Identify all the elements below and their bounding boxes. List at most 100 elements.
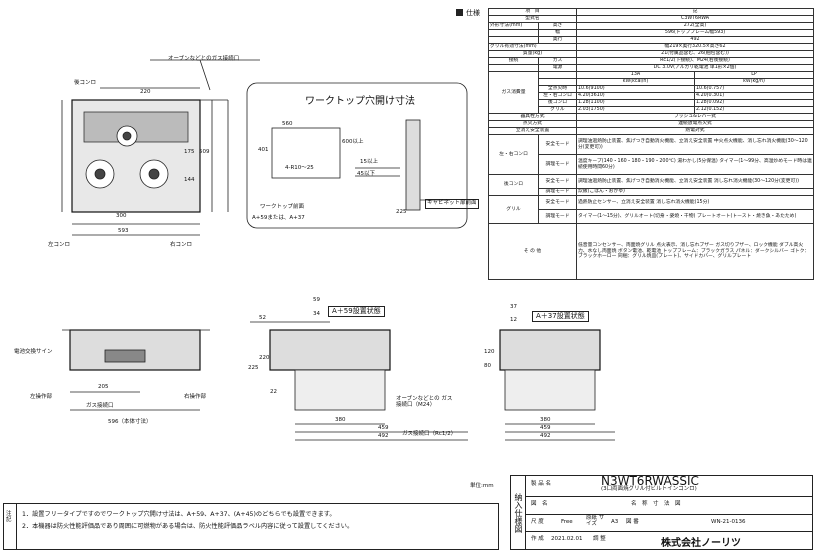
drawing-name: 名 称 寸 法 図	[631, 501, 681, 507]
side1-dim-380: 380	[335, 417, 346, 423]
gas-cell: 10.6(9100)	[576, 85, 695, 93]
tb-rule	[525, 531, 812, 532]
spec-row: 質量(kg)21(付属品含む、26(梱包含む))	[488, 50, 814, 58]
gas-cell: 10.6(0.757)	[694, 85, 814, 93]
gas-cell: グリル	[538, 106, 577, 114]
cutout-dim-225: 225	[396, 209, 407, 215]
front-body-width: 596（本体寸法）	[108, 419, 152, 425]
spec-cell: 幅219×奥行320.5×高さ62	[576, 43, 814, 51]
spec-row: そ の 他低音量コンセンサー、両面焼グリル 点火表示、消し忘れブザー ガス切りブ…	[488, 223, 814, 280]
side1-gas-rc-label: ガス接続口（Rc1/2）	[402, 431, 457, 437]
unit-label: 単位:mm	[470, 483, 494, 489]
side1-dim-492: 492	[378, 433, 389, 439]
side2-dim-12: 12	[510, 317, 517, 323]
plan-dim-144: 144	[184, 177, 195, 183]
spec-cell: 炊飯(ごはん・おかゆ)	[576, 188, 814, 196]
spec-cell: 安全モード	[538, 174, 577, 189]
plan-dim-593: 593	[118, 228, 129, 234]
spec-cell: 調理モード	[538, 154, 577, 175]
side1-gas-oven-label: オーブンなどとの ガス接続口（M24）	[396, 396, 453, 408]
product-label: 製 品 名	[531, 481, 551, 487]
spec-marker	[456, 9, 463, 16]
spec-cell: 高さ	[538, 22, 577, 30]
spec-cell: 奥行	[538, 36, 577, 44]
spec-cell: 熱電対式	[576, 127, 814, 135]
cutout-dim-15: 15以上	[360, 159, 378, 165]
front-gas-port-label: ガス接続口	[86, 403, 114, 409]
spec-cell: 接続	[488, 57, 539, 65]
spec-cell: タイマー(1～15分)、グリルオート(切身・姿焼・干物) プレートオート(トース…	[576, 209, 814, 224]
spec-cell	[488, 29, 539, 37]
spec-row: 立消え安全装置熱電対式	[488, 127, 814, 135]
cutout-worktop-front: ワークトップ前面	[260, 204, 305, 210]
spec-cell: Rc1/2(下接続)、M24(右後接続)	[576, 57, 814, 65]
title-vertical: 納入仕様図	[511, 476, 526, 549]
spec-cell: 点火方式	[488, 120, 577, 128]
side1-dim-220: 220	[259, 355, 270, 361]
notes-box: 注記 1．設置フリータイプですのでワークトップ穴開け寸法は、A+59、A+37、…	[3, 503, 499, 550]
tb-rule	[525, 496, 812, 497]
front-left-op-label: 左操作部	[30, 394, 53, 400]
spec-row: グリル有効寸法(mm)幅219×奥行320.5×高さ62	[488, 43, 814, 51]
made-label: 作 成	[531, 536, 544, 542]
spec-row: 調理モードタイマー(1～15分)、グリルオート(切身・姿焼・干物) プレートオー…	[489, 209, 814, 224]
gas-cell: 左・右コンロ	[538, 92, 577, 100]
plan-dim-175: 175	[184, 149, 195, 155]
scale-value: Free	[561, 519, 573, 525]
gas-cell: 後コンロ	[538, 99, 577, 107]
spec-cell: 質量(kg)	[488, 50, 577, 58]
side2-title: A＋37設置状態	[532, 311, 589, 322]
side2-dim-37: 37	[510, 304, 517, 310]
spec-cell: グリル	[488, 195, 539, 224]
spec-col-item: 項 目	[488, 8, 577, 16]
side2-dim-459: 459	[540, 425, 551, 431]
spec-col-note: 記	[576, 8, 814, 16]
spec-cell: 器具栓方式	[488, 113, 577, 121]
notes-label: 注記	[6, 511, 12, 523]
spec-row: 調理モード温度キープ(140・160・180・190・200℃) 湯わかし(5分…	[489, 154, 814, 175]
number-label: 図 番	[626, 519, 639, 525]
side1-dim-34: 34	[313, 311, 320, 317]
spec-cell	[488, 36, 539, 44]
cutout-dim-radius: 4-R10～25	[285, 165, 314, 171]
gas-header: LP	[694, 71, 814, 79]
spec-cell: 幅	[538, 29, 577, 37]
size-value: A3	[611, 519, 619, 525]
side1-dim-52: 52	[259, 315, 266, 321]
notes-line-2: 2．本機器は防火性能評価品であり周囲に可燃物がある場合は、防火性能評価品ラベル内…	[22, 523, 354, 530]
spec-cell: 安全モード	[538, 134, 577, 155]
spec-cell: 492	[576, 36, 814, 44]
side1-dim-59: 59	[313, 297, 320, 303]
spec-row: 後コンロ安全モード調理油過熱防止装置、焦げつき自動消火機能、立消え安全装置 消し…	[488, 174, 814, 196]
front-dim-205: 205	[98, 384, 109, 390]
gas-cell: 4.20(3610)	[576, 92, 695, 100]
cutout-a59-label: A+59または、A+37	[252, 215, 305, 221]
spec-cell	[488, 64, 539, 72]
spec-header-row: 項 目 記	[488, 8, 814, 16]
cutout-cabinet-front: キャビネット扉前面	[425, 199, 479, 209]
spec-cell: 調理モード	[538, 209, 577, 224]
number-value: WN-21-0136	[711, 519, 746, 525]
side1-dim-225: 225	[248, 365, 259, 371]
spec-cell: 596(トップフレーム幅593)	[576, 29, 814, 37]
side2-dim-492: 492	[540, 433, 551, 439]
date-value: 2021.02.01	[551, 536, 583, 542]
side1-dim-459: 459	[378, 425, 389, 431]
spec-cell: 調理油過熱防止装置、焦げつき自動消火機能、立消え安全装置 中火点火機能、消し忘れ…	[576, 134, 814, 155]
cutout-title: ワークトップ穴開け寸法	[305, 96, 415, 107]
spec-cell: 左・右コンロ	[488, 134, 539, 175]
plan-right-burner-label: 右コンロ	[170, 242, 193, 248]
spec-cell: 過熱防止センサー、立消え安全装置 消し忘れ消火機能(15分)	[576, 195, 814, 210]
spec-cell: 後コンロ	[488, 174, 539, 196]
plan-left-burner-label: 左コンロ	[48, 242, 71, 248]
plan-dim-300: 300	[116, 213, 127, 219]
front-right-op-label: 右操作部	[184, 394, 207, 400]
gas-cell: 2.03(1750)	[576, 106, 695, 114]
gas-unit: kW(kg/h)	[694, 78, 814, 86]
